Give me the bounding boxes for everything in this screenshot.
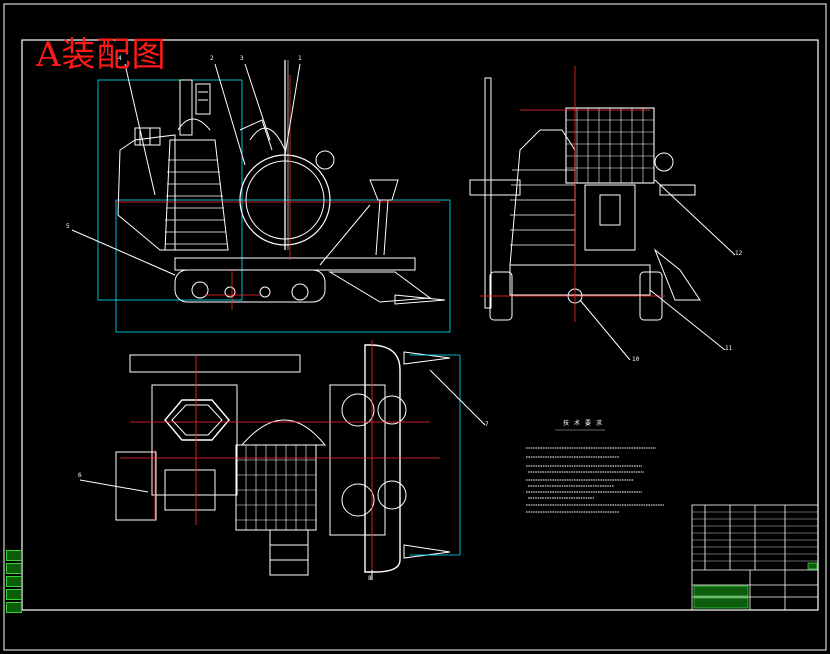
callout-2: 2 bbox=[210, 55, 214, 62]
tech-requirements-title: 技术要求 bbox=[563, 420, 608, 427]
legend-cell bbox=[6, 550, 22, 561]
drawing-title: A装配图 bbox=[36, 35, 167, 75]
callout-11: 11 bbox=[725, 345, 733, 352]
title-block bbox=[691, 504, 819, 611]
callout-6: 6 bbox=[78, 472, 82, 479]
callout-5: 5 bbox=[66, 223, 70, 230]
callout-10: 10 bbox=[632, 356, 640, 363]
callout-7: 7 bbox=[485, 421, 489, 428]
callout-3: 3 bbox=[240, 55, 244, 62]
tech-notes-block bbox=[526, 447, 664, 513]
outer-frame bbox=[3, 3, 827, 651]
callout-8: 8 bbox=[368, 575, 372, 582]
callout-4: 4 bbox=[118, 55, 122, 62]
legend-cell bbox=[6, 576, 22, 587]
front-view bbox=[71, 60, 451, 333]
legend-cell bbox=[6, 563, 22, 574]
left-legend-strip bbox=[6, 550, 22, 613]
legend-cell bbox=[6, 602, 22, 613]
side-view bbox=[469, 66, 736, 361]
inner-frame bbox=[21, 39, 819, 611]
top-view bbox=[79, 340, 486, 580]
legend-cell bbox=[6, 589, 22, 600]
callout-1: 1 bbox=[298, 55, 302, 62]
callout-12: 12 bbox=[735, 250, 743, 257]
